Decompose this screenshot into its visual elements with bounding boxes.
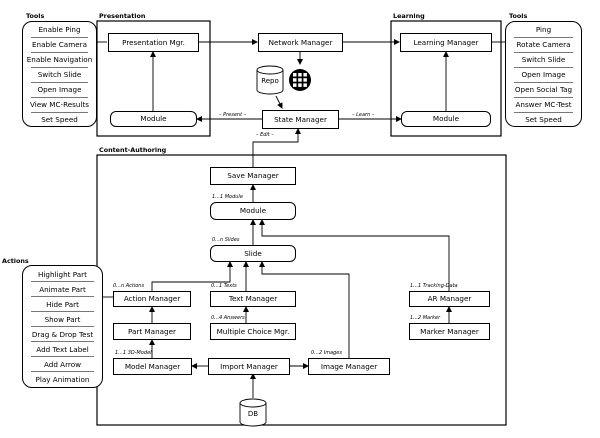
tools-left-title: Tools <box>26 12 45 20</box>
content-authoring-group-frame <box>96 154 507 426</box>
tool-ping[interactable]: Ping <box>535 25 552 34</box>
divider <box>31 341 94 342</box>
divider <box>514 37 573 38</box>
divider <box>31 112 88 113</box>
network-manager-node[interactable]: Network Manager <box>258 33 343 52</box>
tools-right-title: Tools <box>509 12 528 20</box>
present-edge-label: – Present – <box>219 112 247 118</box>
learning-group-frame <box>390 20 502 137</box>
tool-open-image[interactable]: Open Image <box>521 70 566 79</box>
presentation-group-frame <box>96 20 211 137</box>
tool-open-social-tag[interactable]: Open Social Tag <box>514 85 573 94</box>
divider <box>514 112 573 113</box>
edit-edge-label: – Edit – <box>256 132 274 138</box>
repo-label: Repo <box>261 77 279 85</box>
divider <box>31 97 88 98</box>
import-manager-node[interactable]: Import Manager <box>208 358 290 375</box>
slide-node[interactable]: Slide <box>210 245 296 262</box>
ar-manager-node[interactable]: AR Manager <box>409 291 490 307</box>
save-manager-node[interactable]: Save Manager <box>210 167 296 185</box>
action-drag-drop-test[interactable]: Drag & Drop Test <box>31 330 94 339</box>
learn-edge-label: – Learn – <box>352 112 375 118</box>
tool-enable-camera[interactable]: Enable Camera <box>32 40 87 49</box>
images-multiplicity-label: 0...2 Images <box>311 350 342 356</box>
divider <box>31 37 88 38</box>
divider <box>514 52 573 53</box>
actions-multiplicity-label: 0...n Actions <box>113 283 145 289</box>
marker-multiplicity-label: 1...2 Marker <box>410 315 441 321</box>
tool-switch-slide[interactable]: Switch Slide <box>521 55 566 64</box>
learning-manager-node[interactable]: Learning Manager <box>400 33 492 52</box>
multiple-choice-manager-node[interactable]: Multiple Choice Mgr. <box>210 323 296 340</box>
action-play-animation[interactable]: Play Animation <box>35 375 90 384</box>
divider <box>31 311 94 312</box>
state-manager-node[interactable]: State Manager <box>262 110 339 129</box>
presentation-group-title: Presentation <box>99 12 146 20</box>
db-label: DB <box>247 410 259 418</box>
divider <box>31 296 94 297</box>
tool-answer-mc-test[interactable]: Answer MC-Test <box>515 100 572 109</box>
tracking-multiplicity-label: 1...1 Tracking-Data <box>410 283 458 289</box>
divider <box>514 97 573 98</box>
module-multiplicity-label: 1...1 Module <box>212 194 243 200</box>
divider <box>31 52 88 53</box>
texts-multiplicity-label: 0...1 Texts <box>211 283 237 289</box>
divider <box>31 281 94 282</box>
presentation-module-node[interactable]: Module <box>110 111 197 127</box>
tool-set-speed[interactable]: Set Speed <box>41 115 78 124</box>
presentation-manager-node[interactable]: Presentation Mgr. <box>108 33 199 52</box>
text-manager-node[interactable]: Text Manager <box>210 291 296 307</box>
tool-set-speed[interactable]: Set Speed <box>525 115 562 124</box>
content-authoring-group-title: Content-Authoring <box>99 146 167 154</box>
divider <box>514 82 573 83</box>
network-grid-icon <box>289 69 311 91</box>
tools-left-panel: Enable Ping Enable Camera Enable Navigat… <box>22 21 97 127</box>
action-add-text-label[interactable]: Add Text Label <box>36 345 89 354</box>
divider <box>31 67 88 68</box>
divider <box>31 82 88 83</box>
action-show-part[interactable]: Show Part <box>44 315 81 324</box>
repo-database-icon <box>256 65 284 95</box>
action-hide-part[interactable]: Hide Part <box>46 300 79 309</box>
tool-open-image[interactable]: Open Image <box>37 85 82 94</box>
actions-title: Actions <box>2 257 29 265</box>
action-manager-node[interactable]: Action Manager <box>113 291 191 307</box>
answers-multiplicity-label: 0...4 Answers <box>211 315 245 321</box>
db-database-icon <box>239 398 267 427</box>
authoring-module-node[interactable]: Module <box>210 202 296 220</box>
learning-group-title: Learning <box>393 12 425 20</box>
action-highlight-part[interactable]: Highlight Part <box>38 270 87 279</box>
action-animate-part[interactable]: Animate Part <box>39 285 86 294</box>
tool-view-mc-results[interactable]: View MC-Results <box>29 100 90 109</box>
marker-manager-node[interactable]: Marker Manager <box>409 323 490 340</box>
model-manager-node[interactable]: Model Manager <box>113 358 192 375</box>
action-add-arrow[interactable]: Add Arrow <box>43 360 82 369</box>
tool-switch-slide[interactable]: Switch Slide <box>37 70 82 79</box>
tool-enable-navigation[interactable]: Enable Navigation <box>26 55 93 64</box>
connector-lines <box>97 39 505 398</box>
image-manager-node[interactable]: Image Manager <box>308 358 390 375</box>
divider <box>31 326 94 327</box>
tools-right-panel: Ping Rotate Camera Switch Slide Open Ima… <box>505 21 582 127</box>
divider <box>514 67 573 68</box>
tool-rotate-camera[interactable]: Rotate Camera <box>516 40 571 49</box>
tool-enable-ping[interactable]: Enable Ping <box>38 25 81 34</box>
divider <box>31 371 94 372</box>
part-manager-node[interactable]: Part Manager <box>113 323 191 340</box>
actions-panel: Highlight Part Animate Part Hide Part Sh… <box>22 265 103 388</box>
model-multiplicity-label: 1...1 3D-Model <box>115 350 152 356</box>
learning-module-node[interactable]: Module <box>401 111 491 127</box>
slides-multiplicity-label: 0...n Slides <box>212 237 240 243</box>
divider <box>31 356 94 357</box>
